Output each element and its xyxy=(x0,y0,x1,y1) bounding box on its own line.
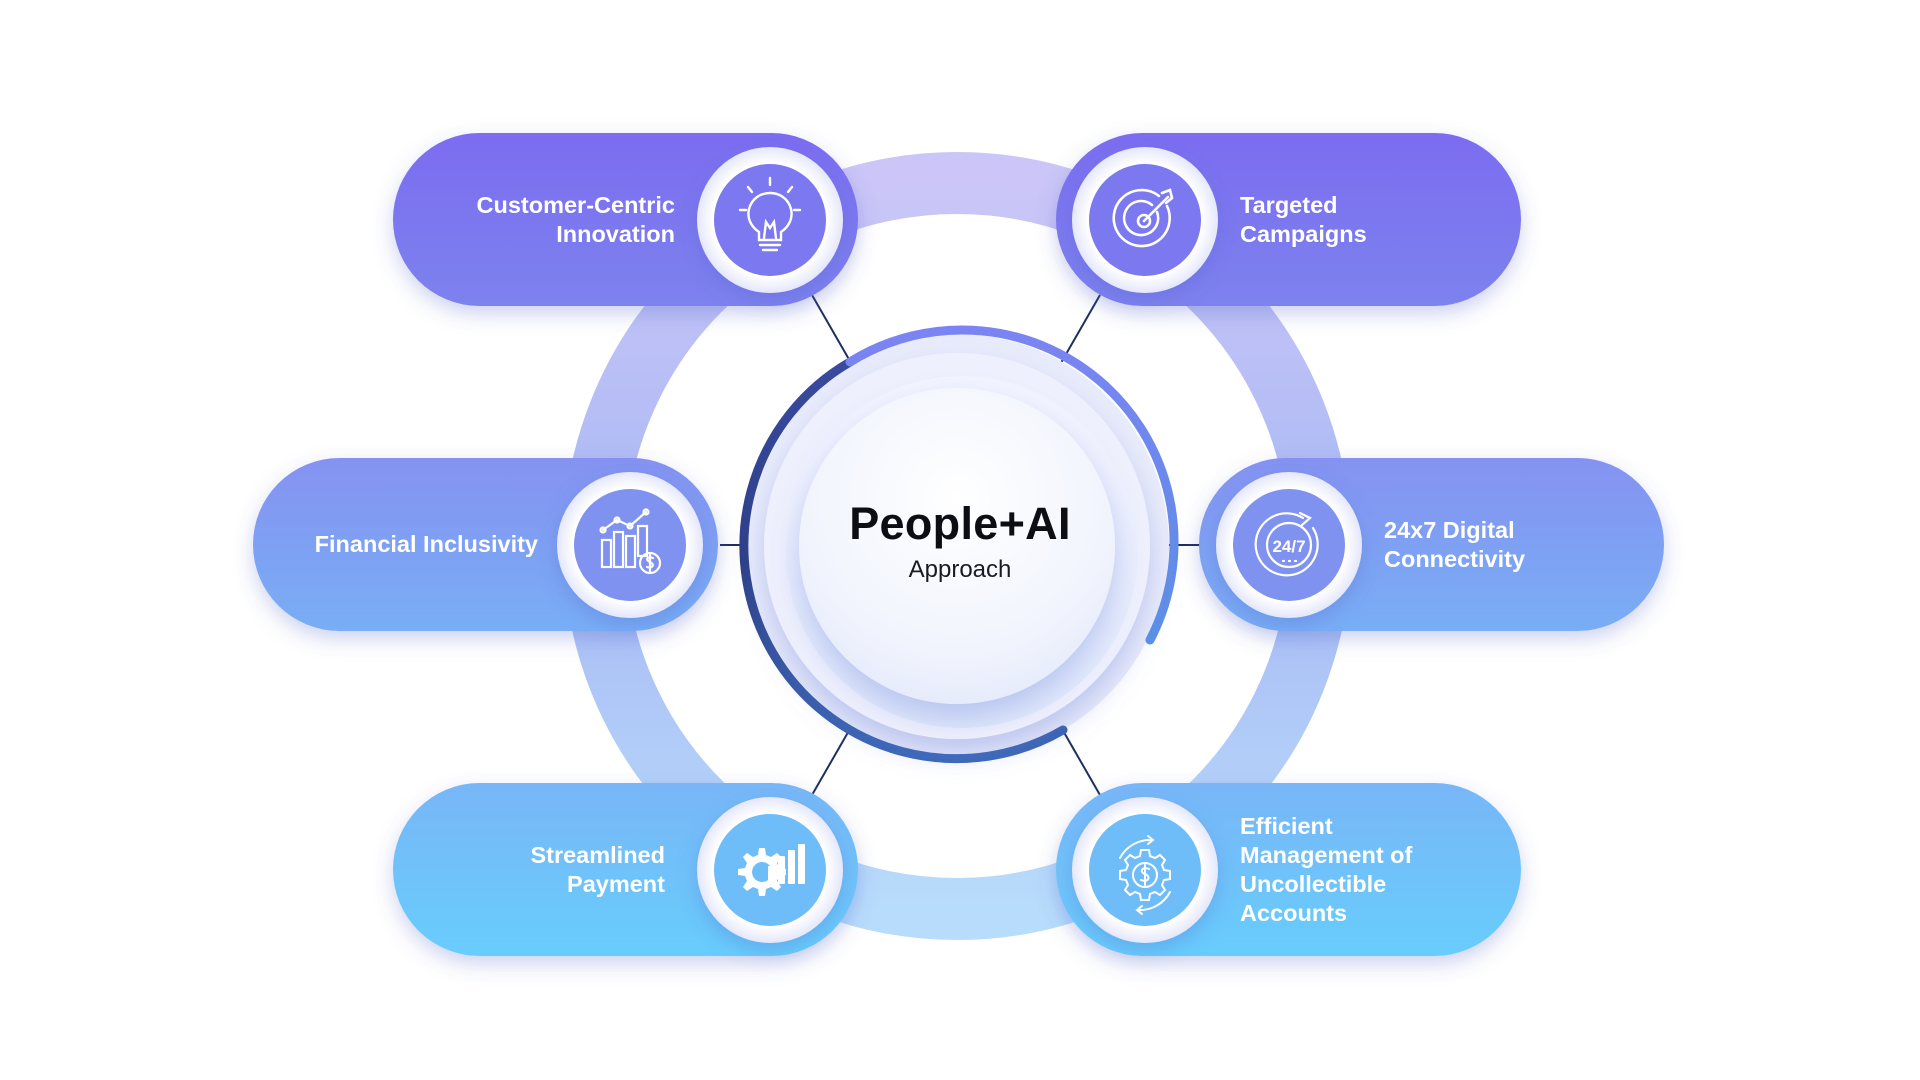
label-financial-inclusivity: Financial Inclusivity xyxy=(270,458,538,631)
center-title: People+AI xyxy=(849,498,1071,549)
label-uncollectible-accounts: Efficient Management of Uncollectible Ac… xyxy=(1240,783,1500,956)
badge-financial xyxy=(557,472,703,618)
label-customer-centric-innovation: Customer-Centric Innovation xyxy=(420,133,675,306)
center-subtitle: Approach xyxy=(908,556,1012,583)
hub-right-arc xyxy=(845,325,1179,645)
clock-24-7-icon: 24/7 xyxy=(1254,511,1319,577)
target-icon xyxy=(1112,188,1174,248)
label-line: Management of xyxy=(1240,841,1413,868)
badge-lightbulb xyxy=(697,147,843,293)
label-line: Financial Inclusivity xyxy=(314,531,538,557)
badge-clock: 24/7 xyxy=(1216,472,1362,618)
label-line: 24x7 Digital xyxy=(1384,516,1515,543)
label-line: Streamlined xyxy=(530,841,665,868)
svg-text:24/7: 24/7 xyxy=(1272,537,1305,556)
financial-chart-icon xyxy=(599,508,662,575)
badge-gear-dollar xyxy=(1072,797,1218,943)
badge-target xyxy=(1072,147,1218,293)
hub-core xyxy=(799,388,1115,704)
label-line: Innovation xyxy=(556,220,675,247)
label-line: Accounts xyxy=(1240,899,1348,926)
badge-gear-chart xyxy=(697,797,843,943)
label-line: Uncollectible xyxy=(1240,870,1387,897)
label-line: Payment xyxy=(567,870,665,897)
hub-left-arc xyxy=(739,357,1068,764)
label-digital-connectivity: 24x7 Digital Connectivity xyxy=(1384,458,1644,631)
lightbulb-icon xyxy=(738,176,802,252)
label-line: Targeted xyxy=(1240,191,1338,218)
label-line: Campaigns xyxy=(1240,220,1367,247)
label-line: Customer-Centric xyxy=(476,191,675,218)
label-line: Connectivity xyxy=(1384,545,1526,572)
label-line: Efficient xyxy=(1240,812,1333,839)
label-streamlined-payment: Streamlined Payment xyxy=(420,783,665,956)
center-hub xyxy=(739,325,1179,764)
gear-chart-icon xyxy=(738,844,805,896)
gear-dollar-icon xyxy=(1119,835,1171,915)
label-targeted-campaigns: Targeted Campaigns xyxy=(1240,133,1500,306)
